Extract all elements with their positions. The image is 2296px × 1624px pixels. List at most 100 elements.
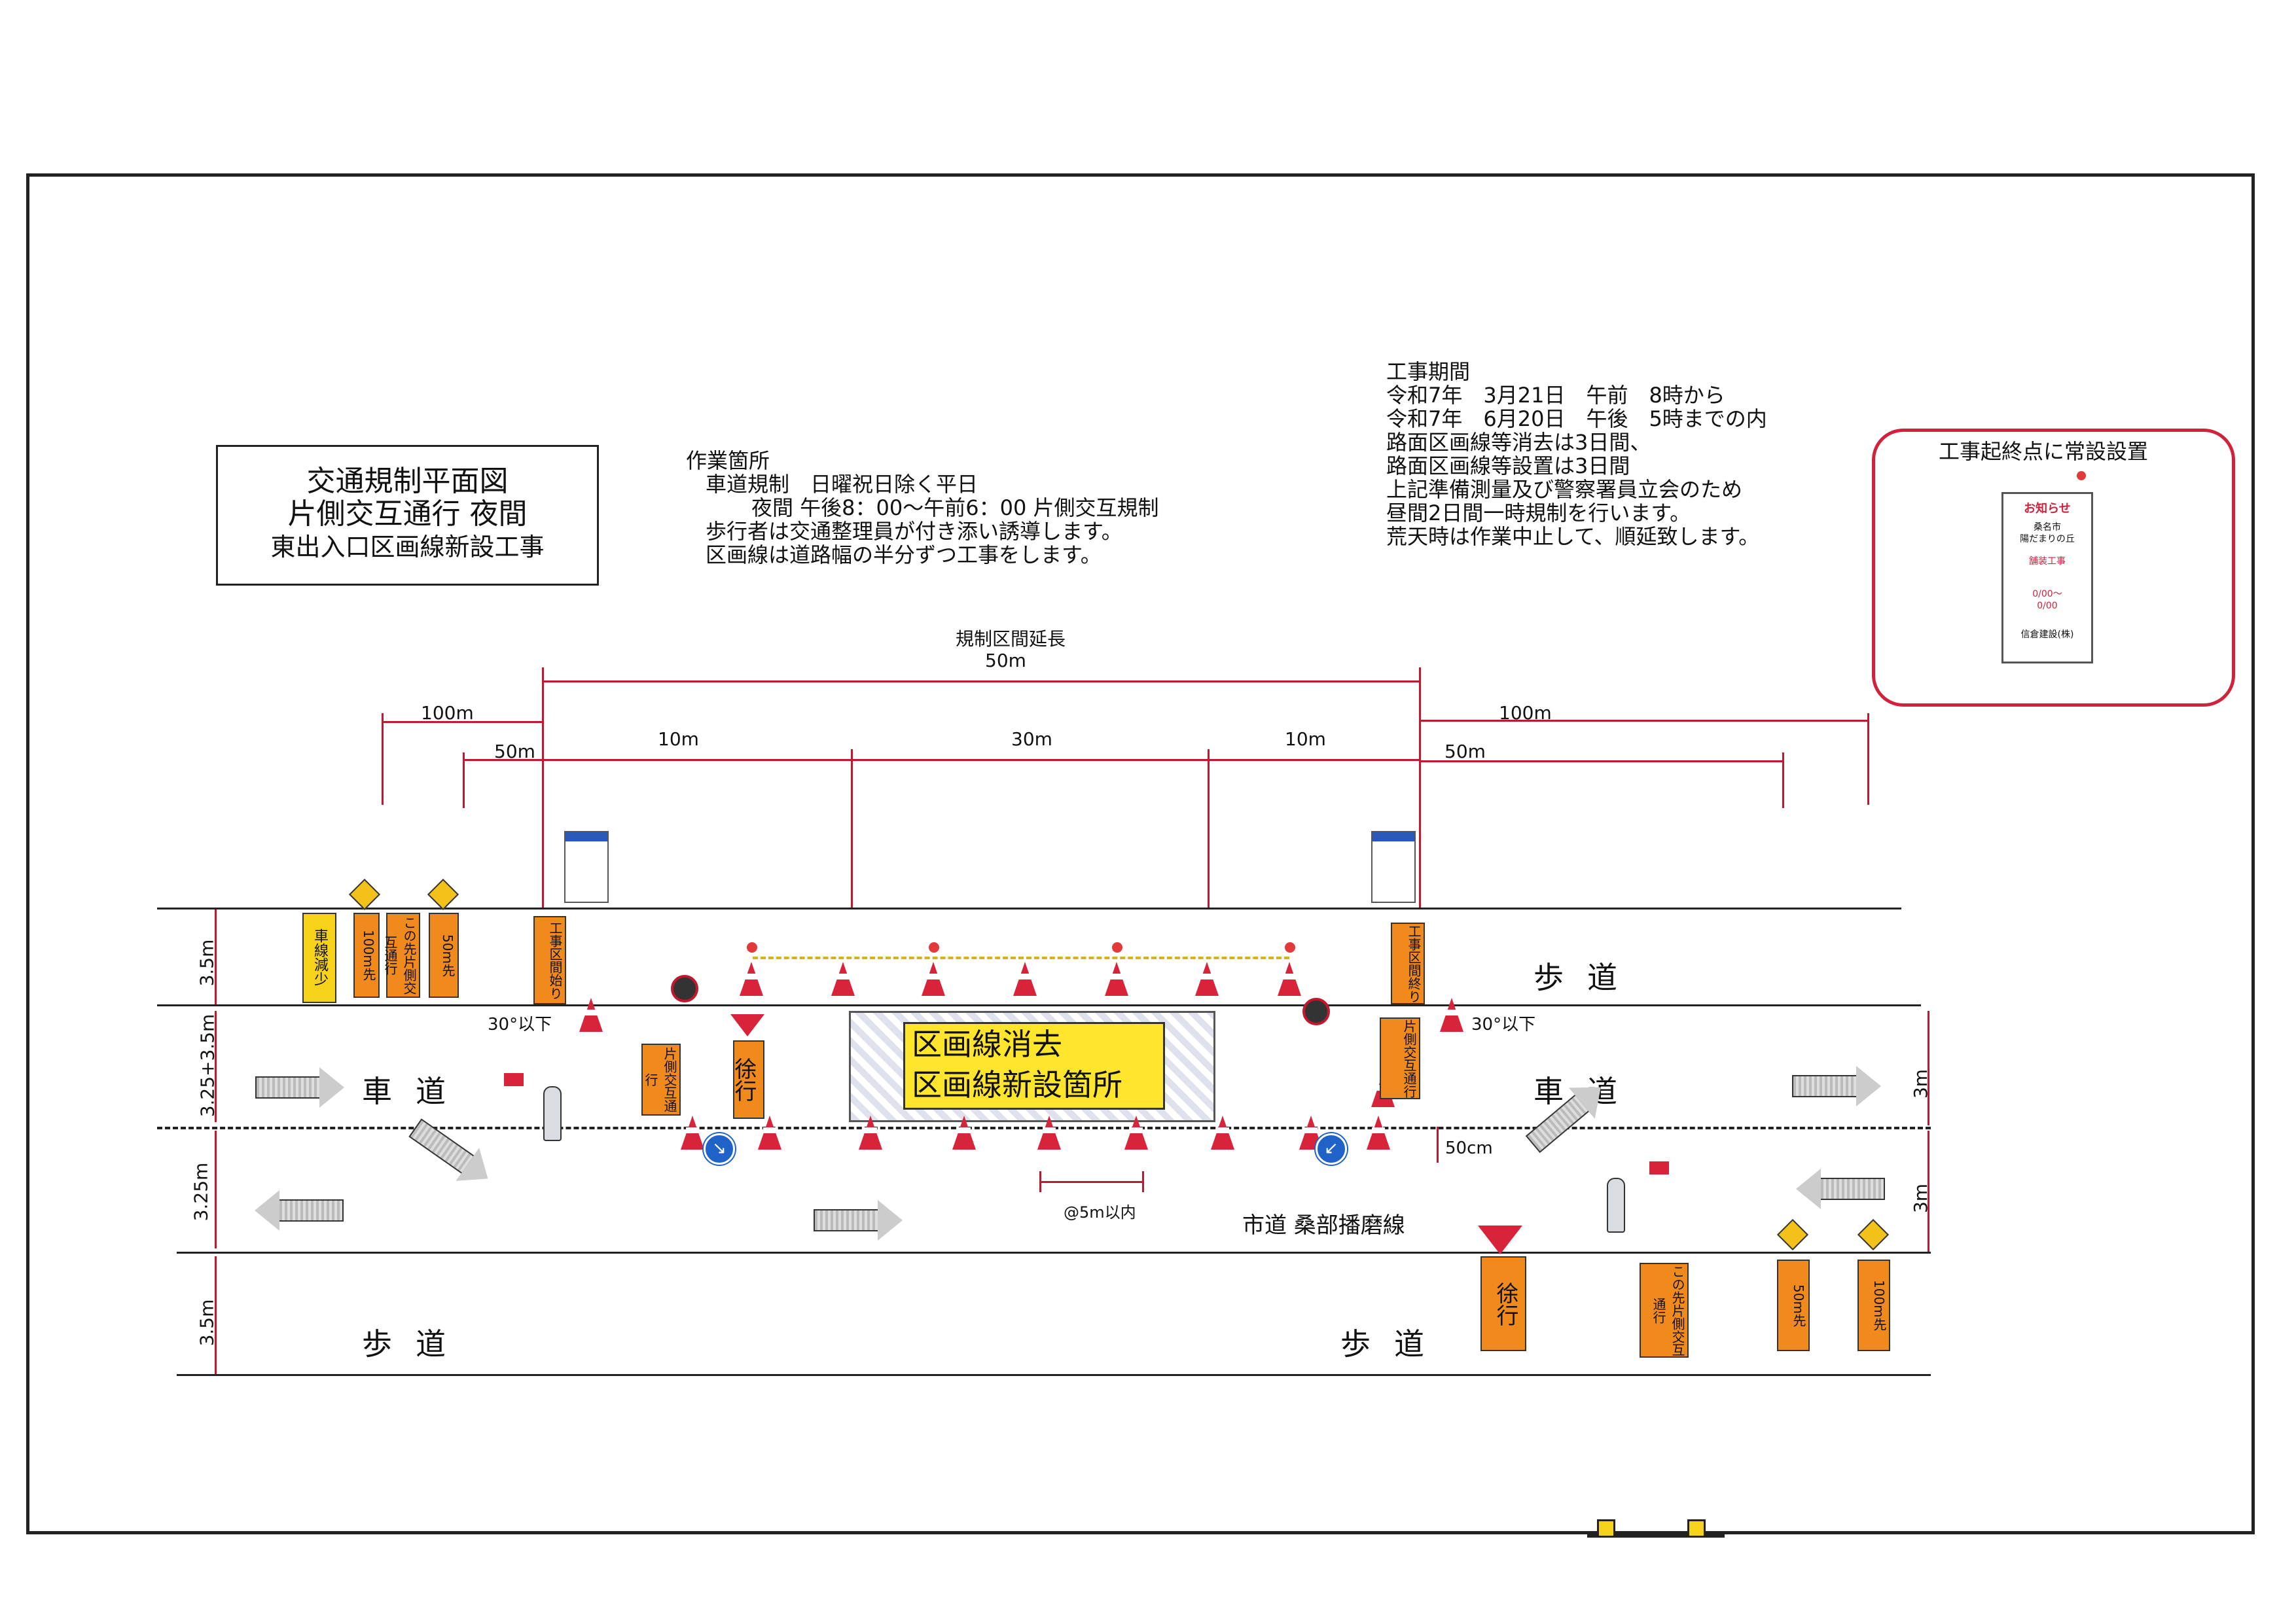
work-location-heading: 作業箇所 [686, 448, 770, 473]
one-side-sign-right: 片側交互通行 [1380, 1017, 1420, 1099]
cone-bar-top [753, 957, 1289, 959]
tick-left-100 [382, 713, 384, 805]
period-line-2: 令和7年 6月20日 午後 5時までの内 [1386, 406, 1767, 431]
notice-sign-line-1: 桑名市 [2034, 522, 2061, 533]
side-dim-sidewalk-bottom [215, 1256, 217, 1374]
cone-icon [1367, 1116, 1390, 1150]
side-dim-sidewalk-top [215, 909, 217, 1004]
lane-top-width: 3.25+3.5m [196, 1014, 219, 1118]
cone-spacing-line [1039, 1181, 1144, 1183]
cone-icon [1211, 1116, 1234, 1150]
period-line-4: 路面区画線等設置は3日間 [1386, 453, 1630, 478]
cone-lamp-icon [747, 942, 757, 953]
offset-label: 50cm [1445, 1139, 1493, 1158]
dimension-seg-2: 30m [1011, 728, 1052, 750]
notice-sign-line-2: 陽だまりの丘 [2020, 534, 2075, 544]
notice-sign-company: 信倉建設(株) [2020, 629, 2074, 640]
construction-period-notes: 工事期間 令和7年 3月21日 午前 8時から 令和7年 6月20日 午後 5時… [1386, 360, 1767, 548]
scale-marker-icon [1597, 1519, 1615, 1538]
cone-icon [1299, 1116, 1323, 1150]
tick-right-100 [1867, 713, 1869, 805]
title-line-3: 東出入口区画線新設工事 [270, 533, 545, 561]
notice-lamp-icon [2077, 471, 2086, 480]
flagger-icon-left [543, 1086, 562, 1141]
cone-spacing-label: @5m以内 [1064, 1203, 1136, 1222]
ahead-100-sign: 100m先 [353, 913, 380, 998]
right-lane-top-width: 3m [1910, 1068, 1932, 1099]
slow-text-bottom: 徐行 [1492, 1281, 1518, 1326]
dimension-line-total [542, 680, 1419, 682]
period-line-1: 令和7年 3月21日 午前 8時から [1386, 383, 1725, 408]
dimension-total: 50m [985, 650, 1026, 671]
cone-icon [579, 998, 603, 1032]
side-dim-lane-top [215, 1011, 217, 1122]
dimension-seg-1: 10m [658, 728, 699, 750]
notice-sign-date-2: 0/00 [2037, 601, 2058, 611]
cone-icon [681, 1116, 704, 1150]
sidewalk-label-bottom-left: 歩道 [362, 1326, 469, 1362]
ahead-50-sign-bottom: 50m先 [1777, 1260, 1810, 1351]
period-line-6: 昼間2日間一時規制を行います。 [1386, 501, 1691, 525]
dimension-left-100: 100m [421, 702, 474, 724]
ahead-50-sign: 50m先 [429, 913, 459, 998]
work-location-line-4: 区画線は道路幅の半分ずつ工事をします。 [706, 542, 1102, 567]
cone-icon [952, 1116, 976, 1150]
work-start-text: 工事区間始り [547, 921, 563, 1000]
notice-sign-work: 舗装工事 [2029, 556, 2066, 567]
notice-panel [1872, 429, 2235, 707]
one-side-sign-left: 片側交互通行 [641, 1044, 681, 1116]
right-lane-bottom-width: 3m [1910, 1183, 1932, 1214]
lane-reduction-sign: 車線減少 [302, 913, 336, 1003]
sidewalk-label-top-right: 歩道 [1534, 960, 1641, 995]
cone-lamp-icon [929, 942, 939, 953]
cone-lamp-icon [1285, 942, 1295, 953]
tick-seg-2 [1208, 749, 1210, 909]
yield-sign-bottom-icon [1478, 1226, 1522, 1254]
cone-icon [1278, 962, 1301, 996]
cone-icon [831, 962, 855, 996]
notice-sign: お知らせ 桑名市 陽だまりの丘 舗装工事 0/00〜 0/00 信倉建設(株) [2001, 492, 2093, 663]
flagger-icon-right [1607, 1178, 1625, 1233]
work-start-sign: 工事区間始り [533, 916, 566, 1004]
work-zone-line-1: 区画線消去 [912, 1027, 1062, 1062]
dimension-line-right-100 [1419, 720, 1867, 722]
work-location-line-3: 歩行者は交通整理員が付き添い誘導します。 [706, 519, 1122, 544]
title-box: 交通規制平面図 片側交互通行 夜間 東出入口区画線新設工事 [216, 445, 599, 586]
alternate-ahead-text-top: この先片側交互通行 [382, 916, 417, 995]
dimension-line-left-100 [382, 721, 542, 723]
side-dim-lane-bottom [215, 1131, 217, 1248]
tick-end [1419, 667, 1421, 909]
work-zone-label: 区画線消去 区画線新設箇所 [903, 1022, 1165, 1110]
traffic-arrow-left-icon-2 [1796, 1169, 1885, 1209]
alternate-ahead-sign-top: この先片側交互通行 [382, 913, 420, 998]
side-dim-right-bottom [1928, 1131, 1929, 1252]
info-board-right [1371, 831, 1416, 903]
period-line-3: 路面区画線等消去は3日間、 [1386, 430, 1651, 455]
traffic-arrow-right-icon [255, 1067, 344, 1108]
dimension-line-seg-1 [542, 759, 851, 761]
traffic-arrow-left-icon [255, 1190, 344, 1231]
cone-icon [1124, 1116, 1148, 1150]
cone-icon [1013, 962, 1037, 996]
alternate-ahead-text-bottom: この先片側交互通行 [1651, 1264, 1685, 1356]
work-end-sign: 工事区間終り [1391, 923, 1425, 1004]
dimension-right-50: 50m [1444, 741, 1486, 762]
work-location-line-2: 夜間 午後8：00〜午前6：00 片側交互規制 [751, 495, 1159, 520]
road-edge-top [157, 908, 1901, 909]
warning-light-icon-2 [1302, 998, 1330, 1025]
tick-seg-1 [851, 749, 853, 909]
curb-bottom [177, 1252, 1931, 1254]
cone-icon [1440, 998, 1463, 1032]
dimension-seg-3: 10m [1285, 728, 1326, 750]
info-board-left [564, 831, 609, 903]
slow-text-road: 徐行 [730, 1057, 757, 1102]
cone-icon [1105, 962, 1128, 996]
work-location-line-1: 車道規制 日曜祝日除く平日 [706, 472, 978, 497]
lane-bottom-width: 3.25m [190, 1162, 212, 1222]
dimension-line-seg-3 [1208, 759, 1419, 761]
sidewalk-bottom-width: 3.5m [196, 1299, 218, 1347]
ahead-100-sign-bottom: 100m先 [1857, 1260, 1890, 1351]
ahead-50-text: 50m先 [440, 934, 456, 977]
tick-start [542, 667, 544, 909]
cone-icon [1037, 1116, 1061, 1150]
